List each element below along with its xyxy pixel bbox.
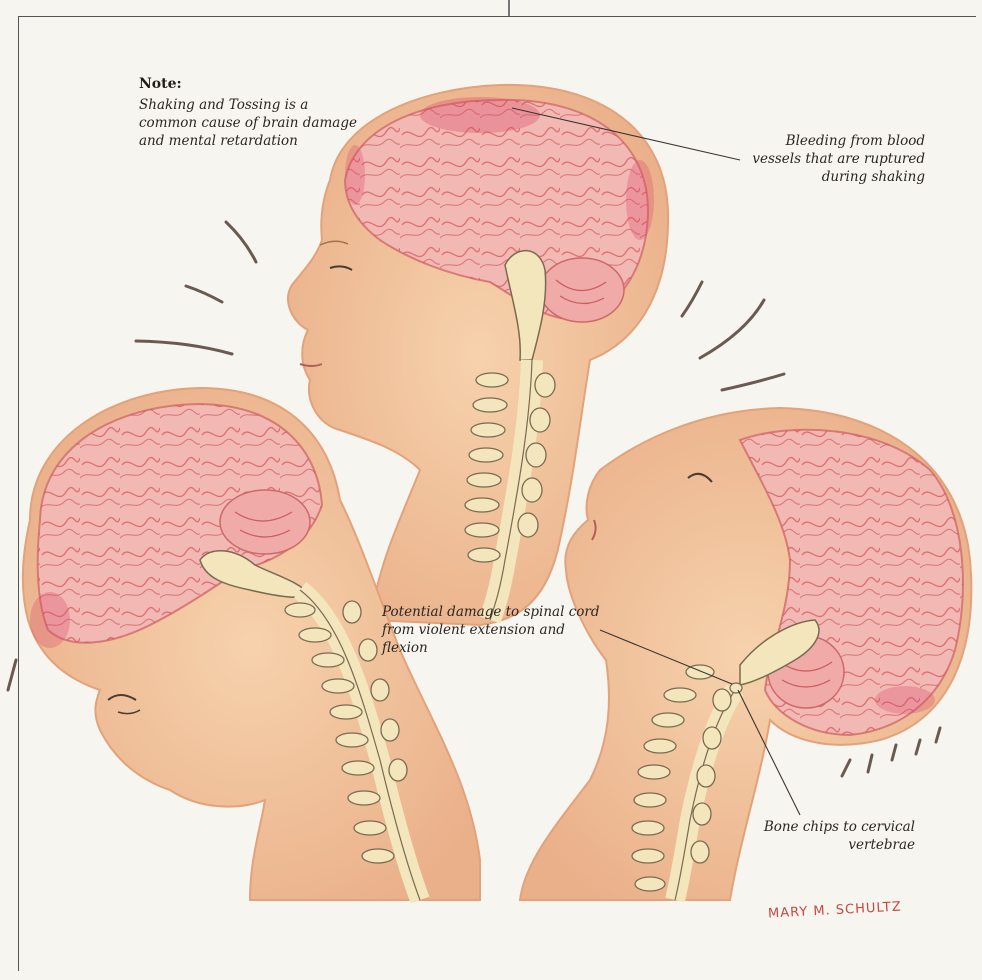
bone-chip [730, 683, 742, 693]
label-bleeding: Bleeding from blood vessels that are rup… [735, 132, 925, 186]
label-bone-chips: Bone chips to cervical vertebrae [740, 818, 915, 854]
label-spinal-damage: Potential damage to spinal cord from vio… [382, 603, 612, 657]
note-text: Shaking and Tossing is a common cause of… [139, 96, 359, 150]
bleed-spot [420, 97, 540, 133]
note-title: Note: [139, 76, 182, 92]
